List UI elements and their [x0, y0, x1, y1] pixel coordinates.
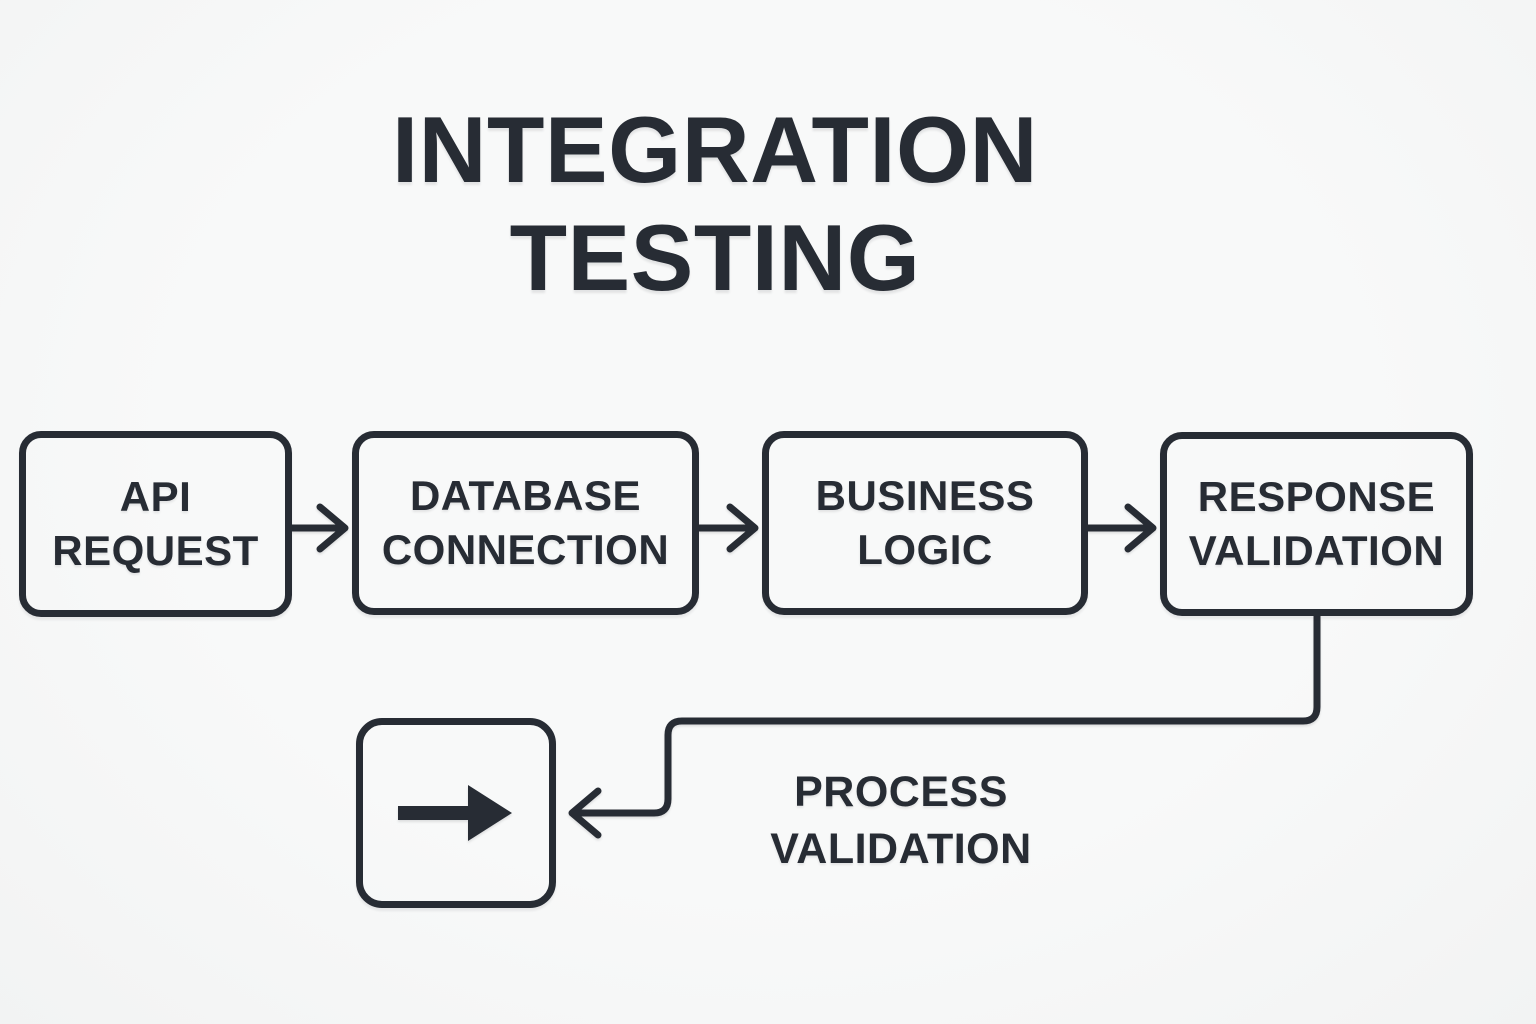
page-title: INTEGRATION TESTING	[391, 97, 1039, 310]
flow-box-label: RESPONSE VALIDATION	[1188, 473, 1445, 574]
connector-arrow-3	[1088, 503, 1157, 553]
arrow-right-icon	[398, 785, 512, 841]
connector-arrow-2	[699, 503, 759, 553]
flow-box-label: API REQUEST	[52, 473, 259, 574]
flow-box-business-logic: BUSINESS LOGIC	[762, 431, 1088, 615]
connector-stepped	[568, 616, 1321, 839]
connector-arrow-1	[292, 503, 349, 553]
flow-box-database-connection: DATABASE CONNECTION	[352, 431, 699, 615]
flow-box-label: BUSINESS LOGIC	[815, 472, 1035, 573]
flow-box-process-validation-result	[356, 718, 556, 908]
flow-box-response-validation: RESPONSE VALIDATION	[1160, 432, 1473, 616]
flow-box-label: DATABASE CONNECTION	[381, 472, 670, 573]
process-validation-label: PROCESS VALIDATION	[770, 768, 1032, 873]
flow-box-api-request: API REQUEST	[19, 431, 292, 617]
